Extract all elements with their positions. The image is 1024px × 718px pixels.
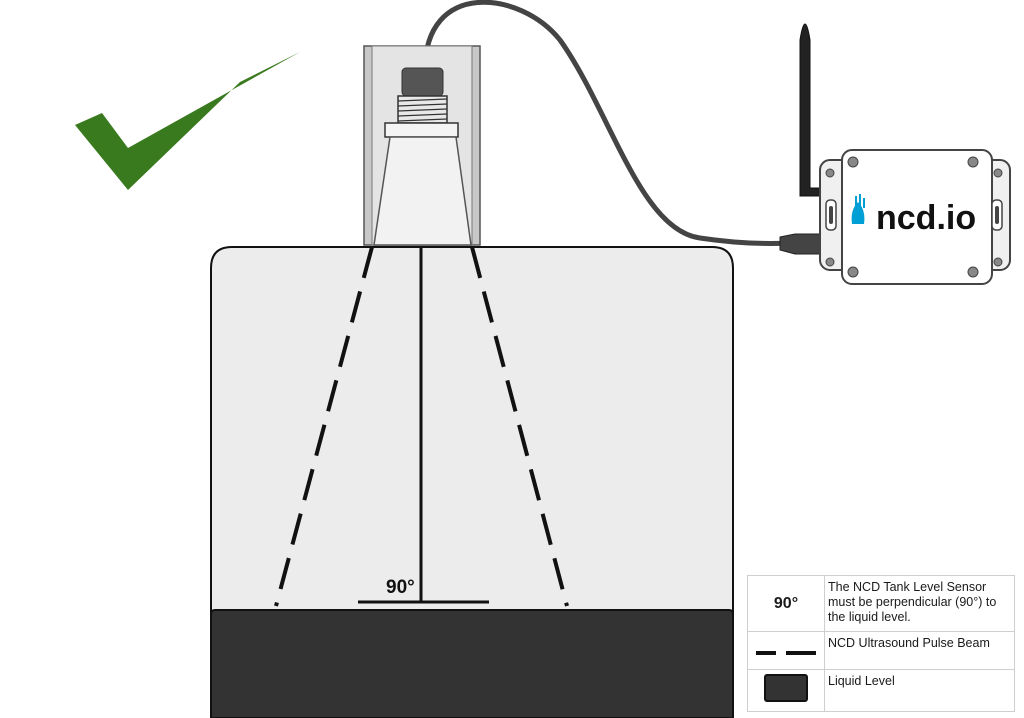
legend-dashed-line-symbol [756,650,816,655]
pulse-beam-right [470,246,569,607]
ncd-logo-icon [851,194,865,224]
sensor-cap [401,67,444,97]
liquid-level [210,609,734,718]
checkmark-icon [75,52,300,190]
legend-beam-text: NCD Ultrasound Pulse Beam [824,631,1015,670]
angle-label: 90° [386,577,415,598]
sensor-horn [373,136,472,246]
legend-row-angle: 90° The NCD Tank Level Sensor must be pe… [747,575,1015,632]
legend-angle-symbol: 90° [773,594,799,612]
gateway-enclosure [819,149,1011,285]
sensor-cable [422,0,793,246]
legend-liquid-swatch [764,674,808,702]
legend: 90° The NCD Tank Level Sensor must be pe… [747,575,1015,712]
sensor-thread [397,95,448,124]
legend-row-beam: NCD Ultrasound Pulse Beam [747,631,1015,670]
legend-angle-text: The NCD Tank Level Sensor must be perpen… [824,575,1015,632]
sensor-flange [384,122,459,138]
legend-liquid-text: Liquid Level [824,669,1015,712]
legend-row-liquid: Liquid Level [747,669,1015,712]
gateway-logo-text: ncd.io [876,199,976,237]
pulse-beam-left [274,246,374,607]
